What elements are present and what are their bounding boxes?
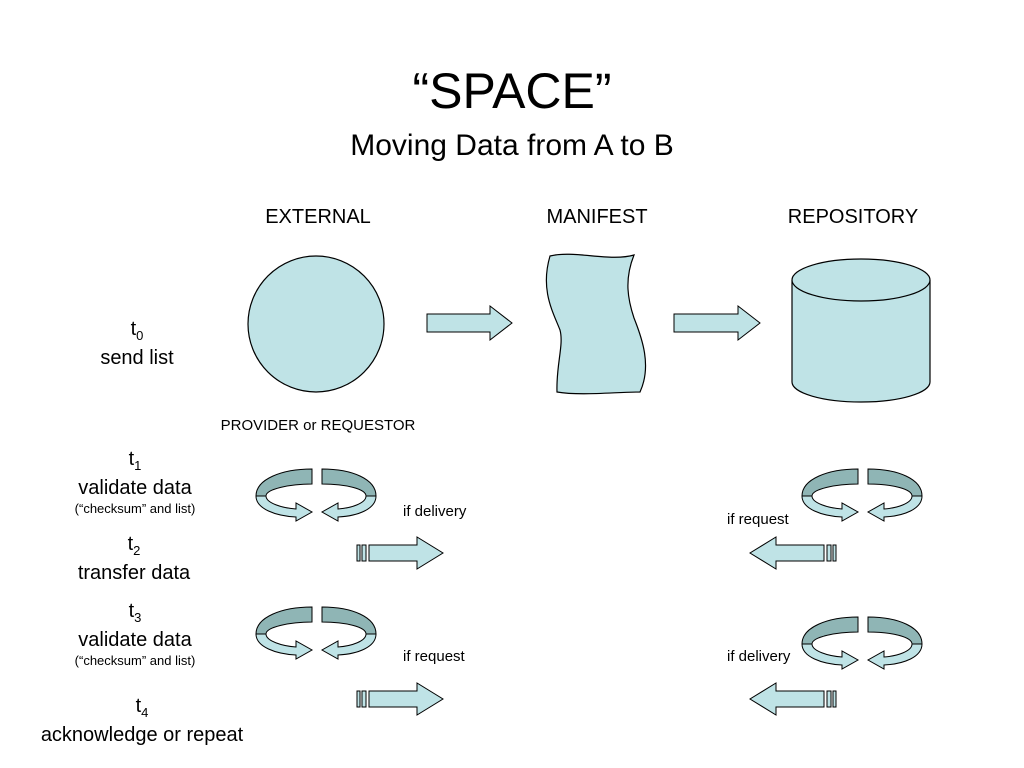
step-t4-time: t4 bbox=[135, 695, 149, 720]
transfer-arrow-t4-left bbox=[749, 682, 837, 716]
transfer-arrow-t4-right bbox=[356, 682, 444, 716]
cycle-arrows-t3-external bbox=[255, 606, 377, 660]
step-t2-time: t2 bbox=[127, 533, 141, 558]
slide-subtitle: Moving Data from A to B bbox=[350, 129, 674, 162]
step-t3-note: (“checksum” and list) bbox=[74, 653, 196, 668]
column-header-external: EXTERNAL bbox=[265, 206, 371, 228]
condition-t1-right: if request bbox=[727, 511, 789, 528]
external-circle bbox=[247, 255, 385, 393]
column-header-repository: REPOSITORY bbox=[787, 206, 919, 228]
cycle-arrows-t1-external bbox=[255, 468, 377, 522]
condition-t1-left: if delivery bbox=[403, 503, 467, 520]
step-t3-label: validate data bbox=[78, 629, 192, 651]
arrow-external-to-manifest bbox=[426, 304, 513, 342]
step-t1-label: validate data bbox=[78, 477, 192, 499]
manifest-document bbox=[545, 253, 647, 395]
condition-t3-right: if delivery bbox=[727, 648, 791, 665]
repository-cylinder bbox=[791, 258, 931, 403]
step-t1-time: t1 bbox=[128, 448, 142, 473]
step-t2: t2 transfer data bbox=[4, 533, 264, 585]
arrow-manifest-to-repository bbox=[673, 304, 761, 342]
step-t1: t1 validate data (“checksum” and list) bbox=[5, 448, 265, 518]
step-t0-label: send list bbox=[100, 347, 174, 369]
provider-or-requestor-label: PROVIDER or REQUESTOR bbox=[220, 417, 416, 434]
step-t4-label: acknowledge or repeat bbox=[40, 724, 244, 746]
step-t3: t3 validate data (“checksum” and list) bbox=[5, 600, 265, 670]
step-t3-time: t3 bbox=[128, 600, 142, 625]
step-t4: t4 acknowledge or repeat bbox=[12, 695, 272, 747]
transfer-arrow-t2-left bbox=[749, 536, 837, 570]
step-t2-label: transfer data bbox=[77, 562, 191, 584]
step-t1-note: (“checksum” and list) bbox=[74, 501, 196, 516]
column-header-manifest: MANIFEST bbox=[546, 206, 648, 228]
slide-title: “SPACE” bbox=[412, 63, 612, 119]
transfer-arrow-t2-right bbox=[356, 536, 444, 570]
cycle-arrows-t1-repository bbox=[801, 468, 923, 522]
cycle-arrows-t3-repository bbox=[801, 616, 923, 670]
step-t0: t0 send list bbox=[7, 318, 267, 370]
step-t0-time: t0 bbox=[130, 318, 144, 343]
condition-t3-left: if request bbox=[403, 648, 465, 665]
